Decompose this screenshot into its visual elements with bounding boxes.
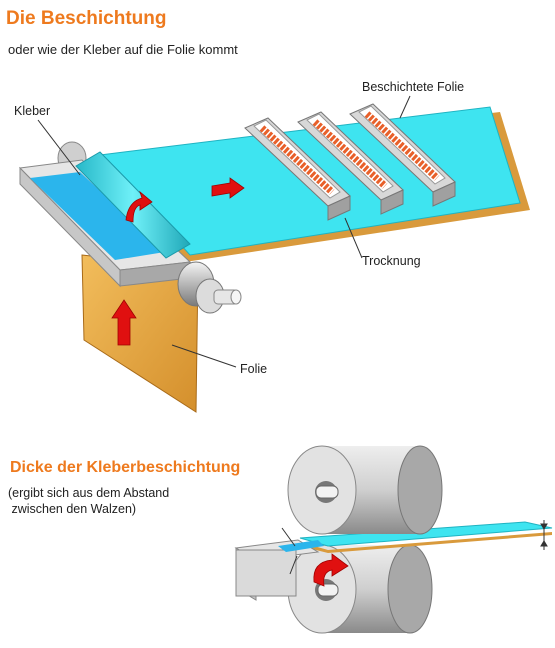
glue-liquid (30, 172, 165, 260)
section-title: Dicke der Kleberbeschichtung (10, 459, 241, 476)
dryer-1 (244, 117, 351, 221)
thickness-indicator (281, 520, 548, 575)
label-beschichtete-folie: Beschichtete Folie (362, 80, 465, 94)
page-subtitle: oder wie der Kleber auf die Folie kommt (8, 42, 238, 57)
glue-tray-bottom (234, 539, 324, 601)
rotation-arrow-icon (313, 553, 349, 587)
label-kleber: Kleber (14, 104, 51, 118)
label-folie: Folie (240, 362, 268, 376)
dryer-3 (349, 103, 456, 207)
top-roller (287, 445, 443, 535)
label-trocknung: Trocknung (362, 254, 421, 268)
bottom-roller (287, 544, 433, 634)
dryer-2 (297, 111, 404, 215)
red-arrow-icon (111, 177, 245, 346)
note-line-1: (ergibt sich aus dem Abstand (8, 486, 170, 500)
note-line-2: zwischen den Walzen) (8, 502, 137, 516)
foil-strip (300, 532, 552, 553)
page-title: Die Beschichtung (6, 8, 167, 29)
